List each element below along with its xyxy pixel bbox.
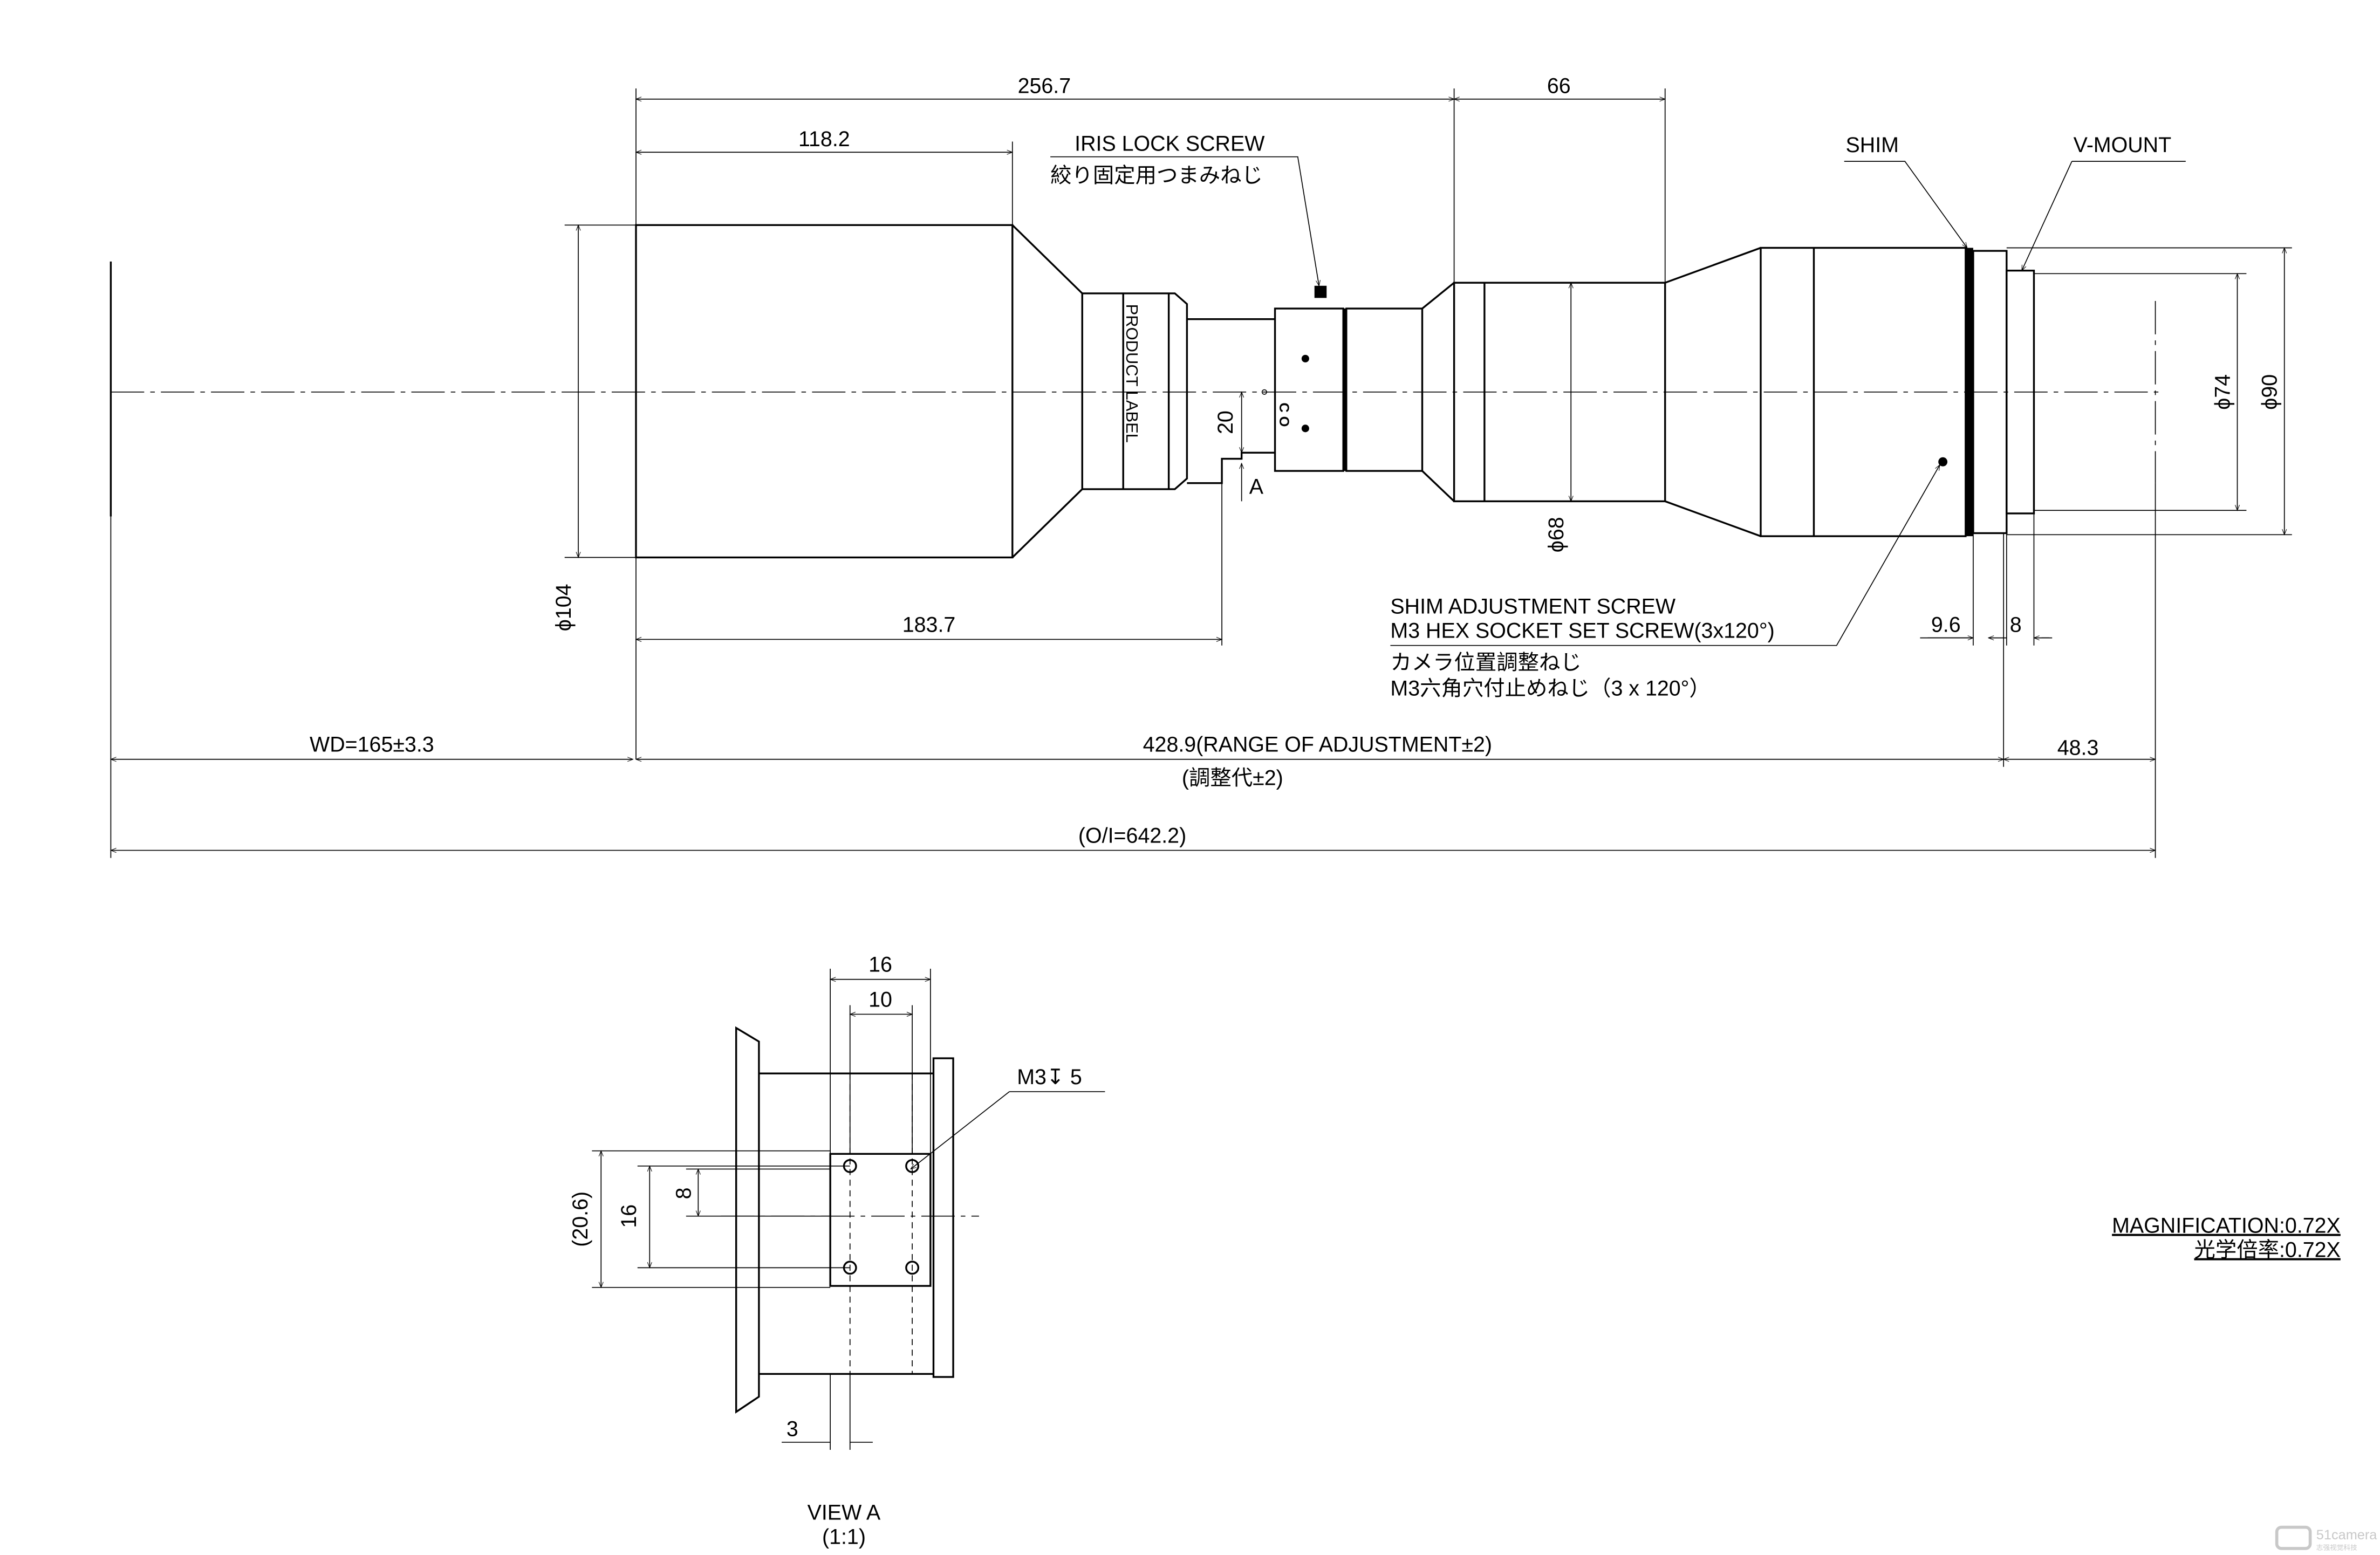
dim-adjustment: 428.9(RANGE OF ADJUSTMENT±2)	[1143, 733, 1492, 757]
m3-thread-callout: M3↧ 5	[1017, 1065, 1082, 1089]
dim-16-h: 16	[617, 1204, 641, 1228]
dim-10: 10	[868, 988, 892, 1011]
dim-d90: ϕ90	[2258, 374, 2282, 410]
magnification-jp: 光学倍率:0.72X	[2194, 1238, 2340, 1262]
shim-label: SHIM	[1846, 133, 1899, 157]
iris-lock-label: IRIS LOCK SCREW	[1075, 132, 1265, 155]
dim-20: 20	[1214, 410, 1237, 434]
product-label: PRODUCT LABEL	[1123, 304, 1141, 443]
front-barrel	[635, 224, 1014, 559]
dim-66: 66	[1547, 74, 1571, 98]
lens-side-view	[110, 224, 2163, 559]
shim-screw-label-jp1: カメラ位置調整ねじ	[1390, 651, 1581, 675]
dim-d68: ϕ68	[1544, 517, 1568, 552]
m3-hole-icons	[843, 1159, 920, 1275]
view-a-title: VIEW A	[808, 1501, 881, 1524]
view-a: 16 10 (20.6) 16 8 3 M3↧ 5 VIEW A (1:1)	[569, 953, 1105, 1549]
dimension-labels: 256.7 66 118.2 ϕ104 183.7 WD=165±3.3 428…	[310, 74, 2282, 847]
mid-cone	[1421, 282, 1455, 502]
front-cone	[1011, 224, 1083, 558]
view-a-marker: A	[1249, 475, 1264, 498]
dim-9-6: 9.6	[1931, 613, 1961, 636]
rear-cone	[1665, 246, 1761, 537]
dim-d74: ϕ74	[2211, 374, 2234, 410]
dim-20-6: (20.6)	[569, 1191, 592, 1247]
shim-screw-label-2: M3 HEX SOCKET SET SCREW(3x120°)	[1390, 619, 1774, 643]
dim-wd: WD=165±3.3	[310, 733, 434, 757]
iris-mark: C O	[1276, 402, 1291, 427]
focus-ring	[1345, 307, 1424, 472]
svg-text:志强视觉科技: 志强视觉科技	[2316, 1544, 2357, 1552]
shim-screw-icon	[1938, 457, 1948, 467]
shim	[1965, 248, 1973, 537]
magnification-en: MAGNIFICATION:0.72X	[2112, 1214, 2341, 1238]
iris-lock-screw-icon	[1314, 285, 1327, 298]
magnification-note: MAGNIFICATION:0.72X 光学倍率:0.72X	[2112, 1214, 2341, 1262]
camera-logo-icon	[2275, 1525, 2312, 1550]
svg-text:51camera: 51camera	[2316, 1527, 2377, 1543]
dim-oi: (O/I=642.2)	[1078, 824, 1186, 847]
dim-256-7: 256.7	[1018, 74, 1071, 98]
dim-118-2: 118.2	[798, 127, 850, 151]
dim-16-w: 16	[868, 953, 892, 977]
product-label-ring	[1081, 292, 1188, 490]
view-a-scale: (1:1)	[822, 1525, 866, 1549]
watermark-logo: 51camera 志强视觉科技	[2275, 1525, 2377, 1552]
dim-adjustment-jp: (調整代±2)	[1182, 766, 1283, 790]
dim-8: 8	[2010, 613, 2022, 636]
iris-lock-label-jp: 絞り固定用つまみねじ	[1050, 164, 1263, 188]
dim-183-7: 183.7	[902, 613, 956, 636]
shim-screw-label-jp2: M3六角穴付止めねじ（3 x 120°）	[1390, 677, 1710, 701]
dim-8-h: 8	[672, 1188, 695, 1200]
iris-ring	[1274, 307, 1344, 472]
dimension-lines	[110, 88, 2292, 858]
mid-body	[1453, 282, 1666, 503]
shim-screw-label-1: SHIM ADJUSTMENT SCREW	[1390, 595, 1676, 619]
dim-48-3: 48.3	[2057, 736, 2099, 759]
dim-3: 3	[787, 1417, 798, 1441]
v-mount-label: V-MOUNT	[2074, 133, 2172, 157]
inner-tube	[1187, 318, 1275, 484]
dim-d104: ϕ104	[552, 584, 576, 631]
